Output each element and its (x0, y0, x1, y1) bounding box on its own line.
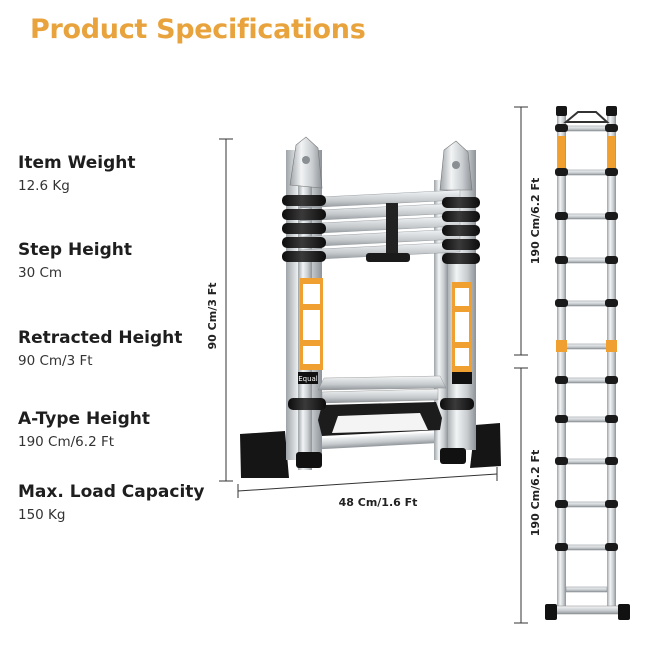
upper-section-dimension: 190 Cm/6.2 Ft (514, 106, 542, 356)
spec-item-weight: Item Weight 12.6 Kg (18, 153, 136, 194)
extended-ladder-illustration (545, 106, 630, 620)
spec-retracted-height: Retracted Height 90 Cm/3 Ft (18, 328, 182, 369)
lower-section-label: 190 Cm/6.2 Ft (529, 450, 542, 536)
spec-value: 30 Cm (18, 265, 63, 281)
spec-label: Item Weight (18, 153, 136, 173)
spec-a-type-height: A-Type Height 190 Cm/6.2 Ft (18, 409, 150, 450)
spec-value: 190 Cm/6.2 Ft (18, 434, 115, 450)
spec-step-height: Step Height 30 Cm (18, 240, 132, 281)
retracted-ladder-illustration: Equal (240, 136, 501, 478)
spec-label: Retracted Height (18, 328, 183, 348)
lower-section-dimension: 190 Cm/6.2 Ft (514, 367, 542, 624)
height-dimension-label: 90 Cm/3 Ft (206, 283, 219, 350)
spec-label: A-Type Height (18, 409, 150, 429)
width-dimension-label: 48 Cm/1.6 Ft (339, 496, 418, 509)
spec-max-load: Max. Load Capacity 150 Kg (18, 482, 205, 523)
spec-label: Step Height (18, 240, 132, 260)
brand-label: Equal (298, 375, 318, 383)
width-dimension: 48 Cm/1.6 Ft (237, 467, 498, 509)
spec-value: 150 Kg (18, 507, 66, 523)
page-title: Product Specifications (30, 14, 366, 45)
upper-section-label: 190 Cm/6.2 Ft (529, 178, 542, 264)
spec-value: 90 Cm/3 Ft (18, 353, 93, 369)
spec-value: 12.6 Kg (18, 178, 70, 194)
spec-label: Max. Load Capacity (18, 482, 205, 502)
height-dimension: 90 Cm/3 Ft (206, 138, 233, 482)
